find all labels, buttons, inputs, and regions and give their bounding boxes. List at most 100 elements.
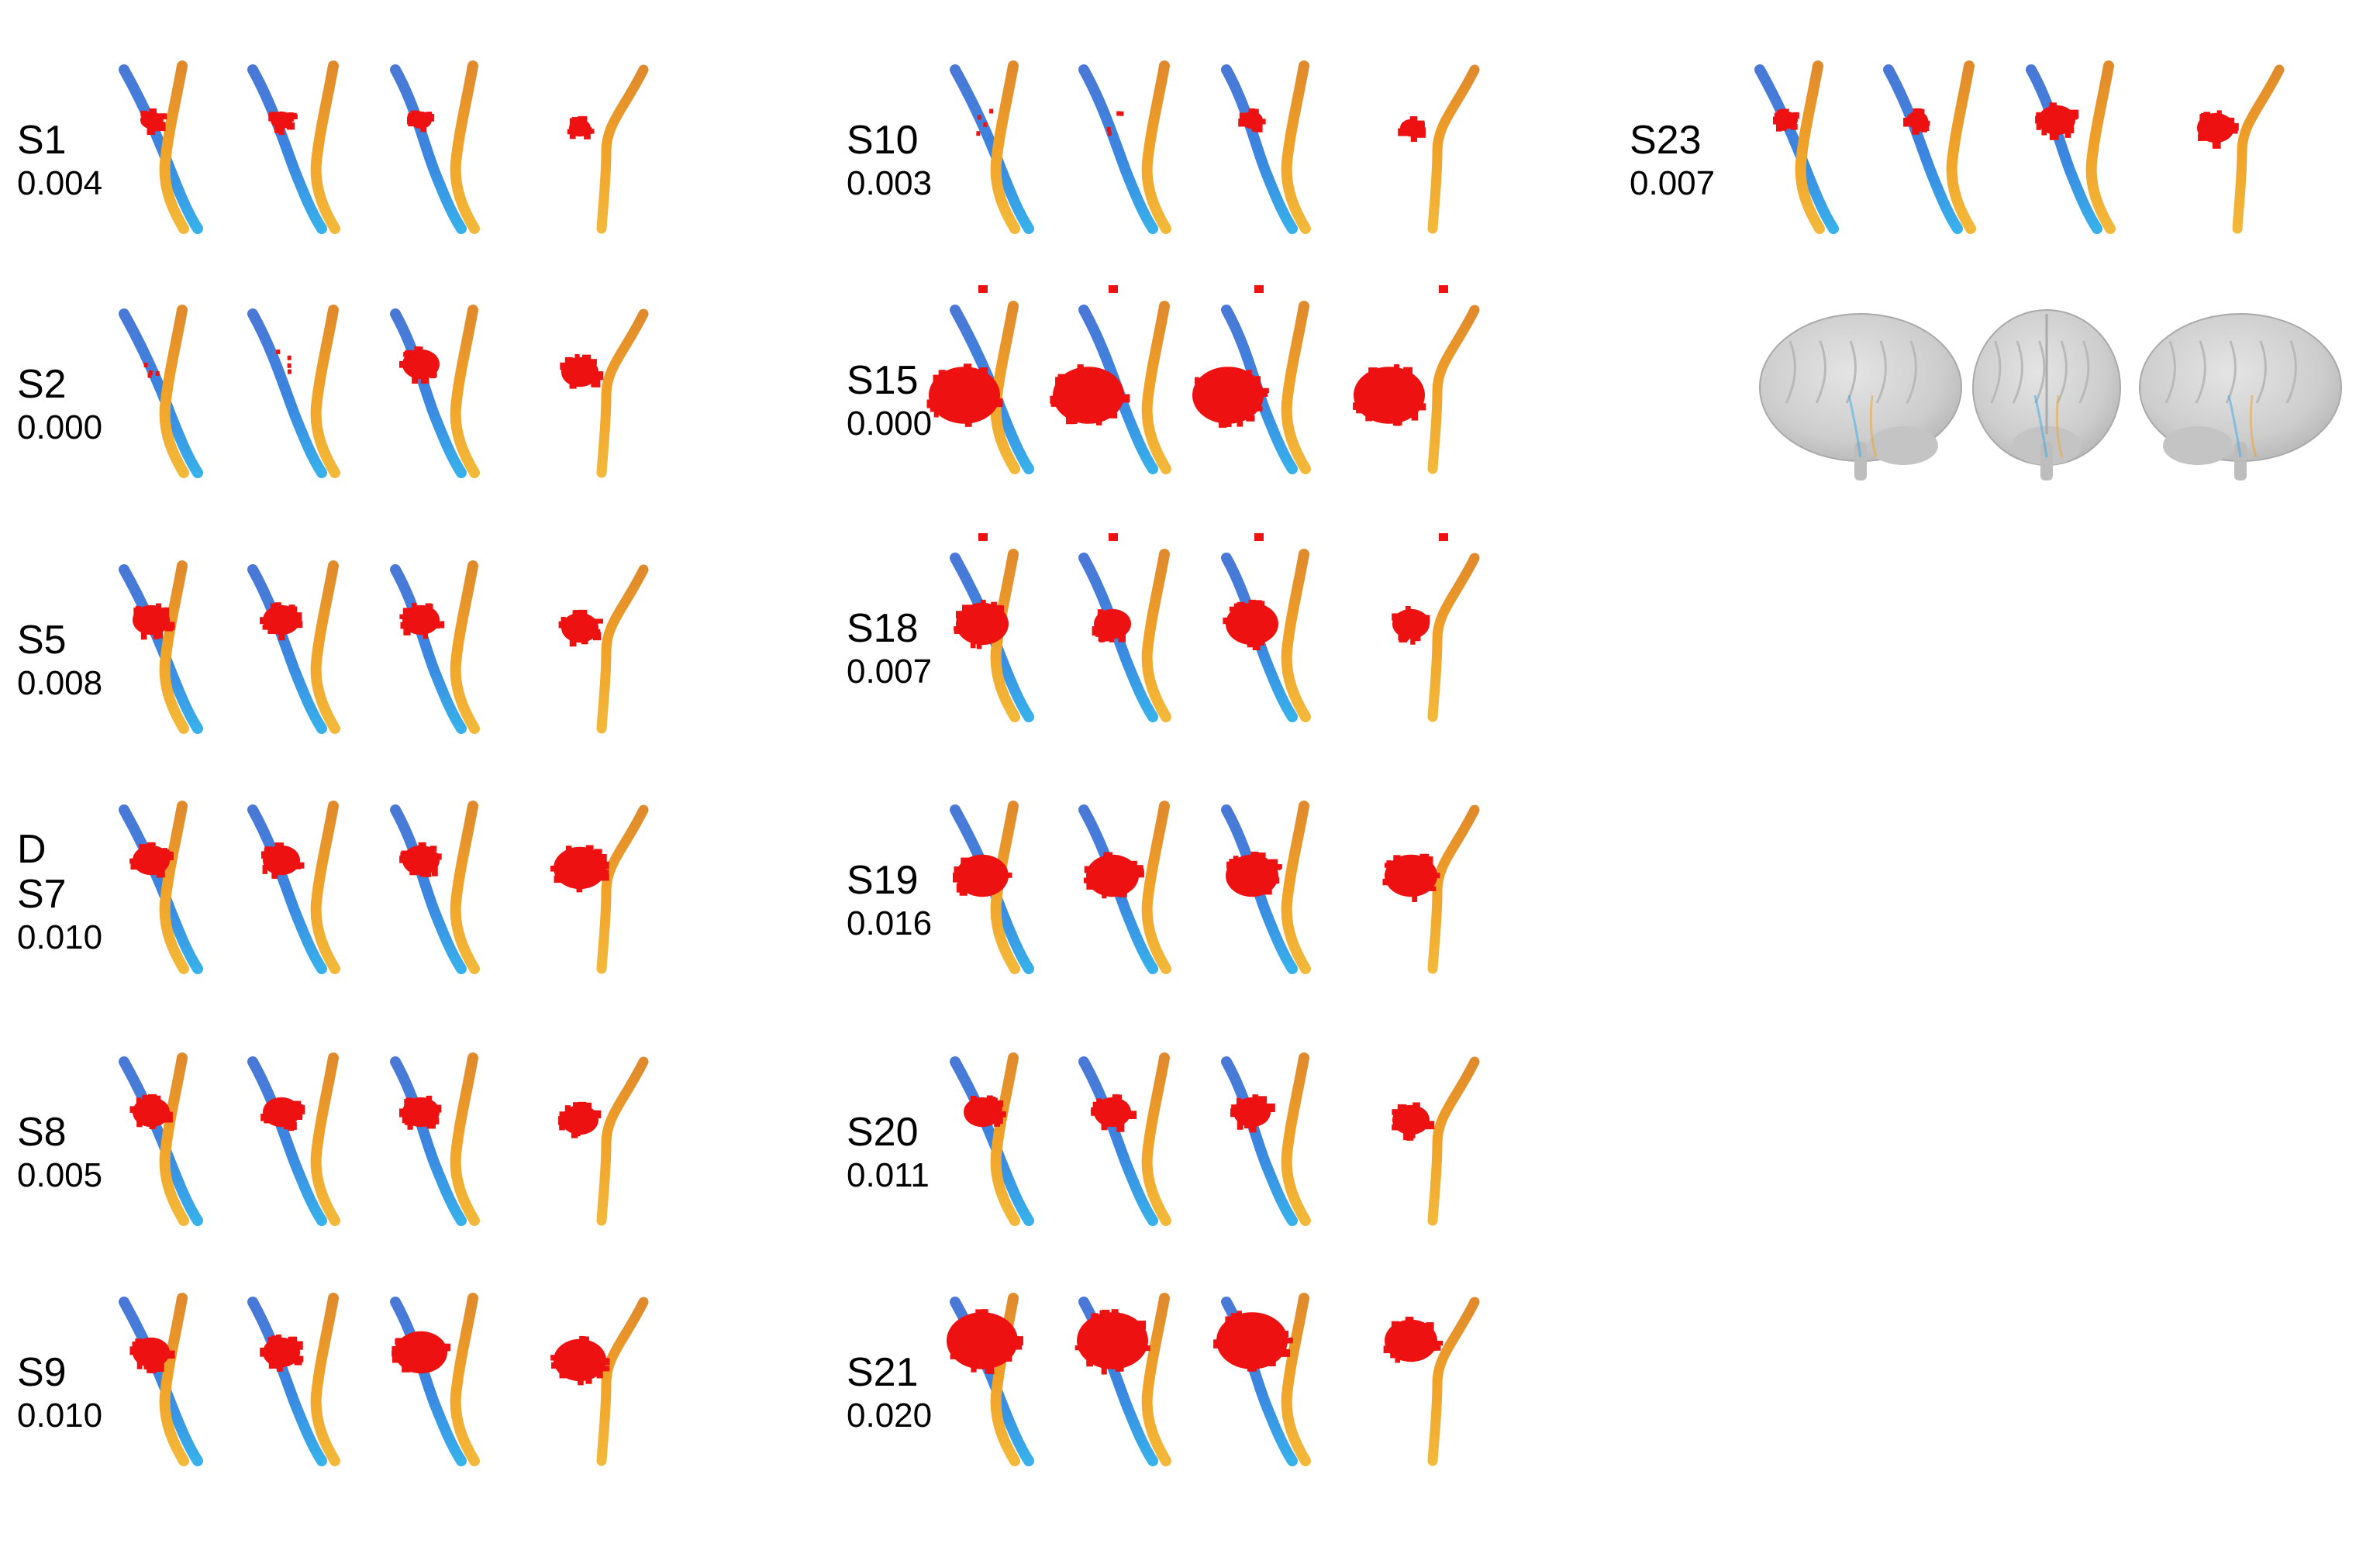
blue-tract: [119, 564, 203, 734]
orange-tract: [1427, 305, 1480, 474]
blue-tract: [390, 1056, 467, 1226]
blue-tract: [390, 64, 467, 234]
blue-tract: [247, 64, 327, 234]
lesion-blob: [129, 1094, 173, 1130]
blue-tract: [247, 804, 327, 974]
lesion-blob: [1903, 108, 1930, 135]
blue-tract: [119, 308, 203, 478]
view-left-oblique: [119, 801, 203, 974]
view-lateral: [2197, 64, 2285, 234]
blue-tract: [950, 553, 1034, 722]
brain-left-lateral: [1759, 313, 1962, 480]
subject-panel-s1: [119, 60, 649, 234]
view-lateral: [1353, 285, 1480, 474]
lesion-blob: [947, 1309, 1023, 1375]
lesion-blob: [268, 111, 298, 136]
view-posterior-oblique: [390, 801, 480, 974]
blue-tract: [247, 1297, 327, 1466]
lesion-blob: [1050, 364, 1130, 425]
subject-value: 0.011: [847, 1156, 930, 1194]
orange-tract: [1281, 1052, 1311, 1226]
view-posterior-oblique: [390, 1052, 480, 1226]
view-left-oblique: [950, 801, 1034, 974]
orange-tract: [1427, 1056, 1480, 1226]
blue-tract: [1078, 305, 1158, 474]
orange-tract: [159, 60, 189, 234]
view-anterior-oblique: [247, 1052, 340, 1226]
orange-tract: [1141, 549, 1171, 722]
lesion-blob: [560, 353, 604, 389]
view-anterior-oblique: [1078, 1052, 1171, 1226]
orange-tract: [990, 60, 1020, 234]
blue-tract: [950, 64, 1034, 234]
blue-tract: [1221, 804, 1298, 974]
subject-value: 0.020: [847, 1397, 933, 1435]
subject-panel-s23: [1754, 60, 2285, 234]
subject-value: 0.007: [847, 653, 933, 691]
lesion-blob: [1392, 605, 1430, 645]
orange-tract: [1281, 1293, 1311, 1466]
view-lateral: [1383, 1297, 1480, 1466]
view-left-oblique: [119, 560, 203, 734]
subject-id: S20: [847, 1110, 919, 1155]
blue-tract: [1078, 64, 1158, 234]
subject-panel-s9: [119, 1293, 649, 1466]
orange-tract: [1795, 60, 1825, 234]
blue-tract: [119, 804, 203, 974]
view-anterior-oblique: [247, 801, 340, 974]
reference-brains: [1759, 309, 2342, 480]
view-lateral: [558, 564, 649, 734]
lesion-blob: [1230, 1094, 1275, 1133]
view-lateral: [567, 64, 649, 234]
subject-value: 0.004: [17, 164, 103, 202]
subject-id: S10: [847, 118, 919, 163]
lesion-blob: [2197, 110, 2239, 149]
orange-tract: [310, 305, 340, 478]
view-anterior-oblique: [247, 1293, 340, 1466]
subject-value: 0.005: [17, 1156, 103, 1194]
lesion-blob: [1074, 1309, 1150, 1375]
subject-value: 0.000: [847, 405, 933, 443]
lesion-blob: [276, 350, 291, 374]
orange-tract: [1141, 1052, 1171, 1226]
blue-tract: [2026, 64, 2102, 234]
lesion-blob: [1223, 599, 1278, 651]
subject-value: 0.010: [17, 918, 103, 956]
lesion-blob: [1383, 1316, 1444, 1363]
subject-panel-s10: [950, 60, 1480, 234]
subject-id: S8: [17, 1110, 67, 1155]
view-posterior-oblique: [390, 560, 480, 734]
view-left-oblique: [1754, 60, 1839, 234]
subject-value: 0.000: [17, 408, 103, 446]
orange-tract: [310, 1052, 340, 1226]
view-lateral: [1392, 1056, 1480, 1226]
orange-tract: [159, 1052, 189, 1226]
subject-panel-s19: [950, 801, 1480, 974]
view-left-oblique: [947, 1293, 1034, 1466]
orange-tract: [1141, 801, 1171, 974]
lesion-blob: [1773, 108, 1799, 132]
blue-tract: [1221, 1056, 1298, 1226]
view-posterior-oblique: [390, 1293, 480, 1466]
view-anterior-oblique: [1078, 60, 1171, 234]
view-anterior-oblique: [1050, 285, 1171, 474]
orange-tract: [2085, 60, 2116, 234]
orange-tract: [310, 560, 340, 734]
lesion-blob: [1353, 364, 1426, 426]
lesion-blob: [140, 108, 167, 136]
subject-id: S5: [17, 618, 67, 663]
blue-tract: [390, 1297, 467, 1466]
orange-tract: [1427, 553, 1480, 722]
brain-right-lateral: [2139, 313, 2342, 480]
view-left-oblique: [119, 60, 203, 234]
blue-tract: [1078, 553, 1158, 722]
lesion-blob: [129, 1337, 175, 1374]
orange-tract: [990, 549, 1020, 722]
